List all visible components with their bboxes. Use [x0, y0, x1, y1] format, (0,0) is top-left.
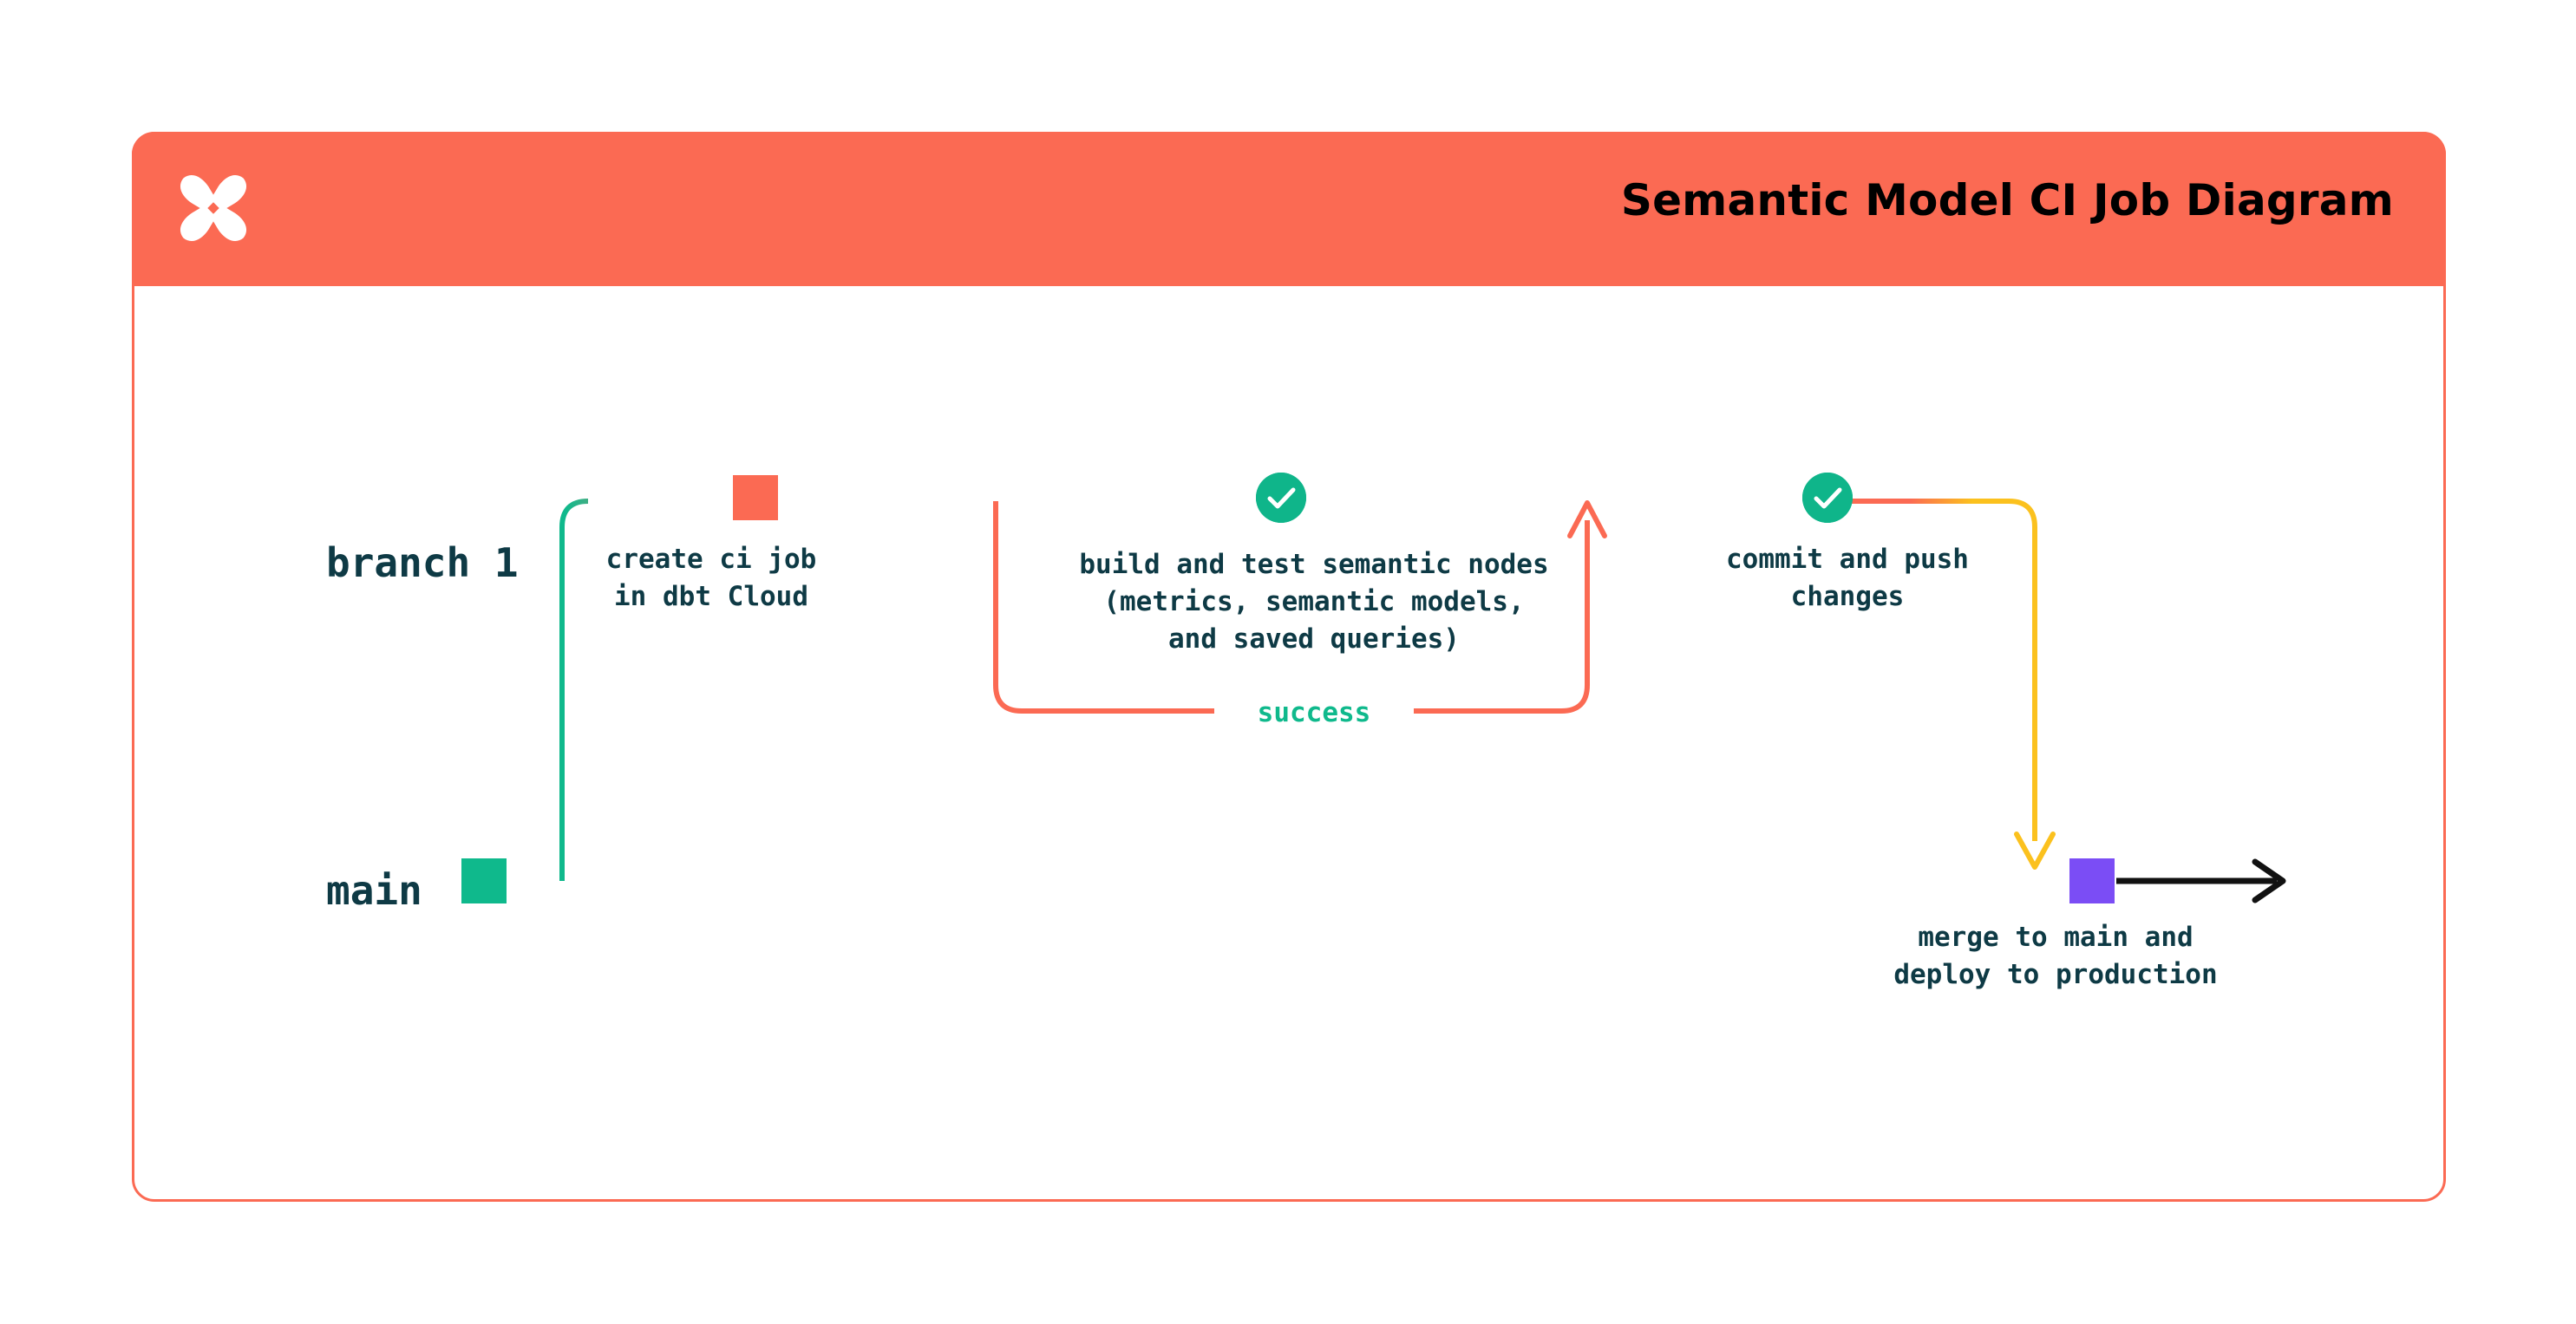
lane-label-main: main [326, 867, 422, 914]
check-circle-icon-commit[interactable] [1802, 473, 1853, 523]
edge-label-success: success [1214, 694, 1414, 732]
card-header: Semantic Model CI Job Diagram [132, 132, 2446, 286]
node-caption-merge-to-main: merge to main and deploy to production [1893, 922, 2218, 990]
node-caption-commit-and-push: commit and push changes [1726, 544, 1969, 612]
node-caption-create-ci-job: create ci job in dbt Cloud [605, 544, 817, 612]
node-marker-main-start[interactable] [461, 858, 507, 903]
check-circle-icon-build[interactable] [1256, 473, 1306, 523]
dbt-logo-icon [172, 166, 255, 250]
diagram-card: Semantic Model CI Job Diagram [132, 132, 2446, 1202]
node-caption-build-and-test: build and test semantic nodes (metrics, … [1079, 549, 1549, 655]
node-marker-merge-to-main[interactable] [2069, 858, 2115, 903]
page-title: Semantic Model CI Job Diagram [1620, 175, 2394, 225]
lane-label-branch1: branch 1 [326, 539, 519, 586]
node-marker-create-ci-job[interactable] [733, 475, 778, 520]
